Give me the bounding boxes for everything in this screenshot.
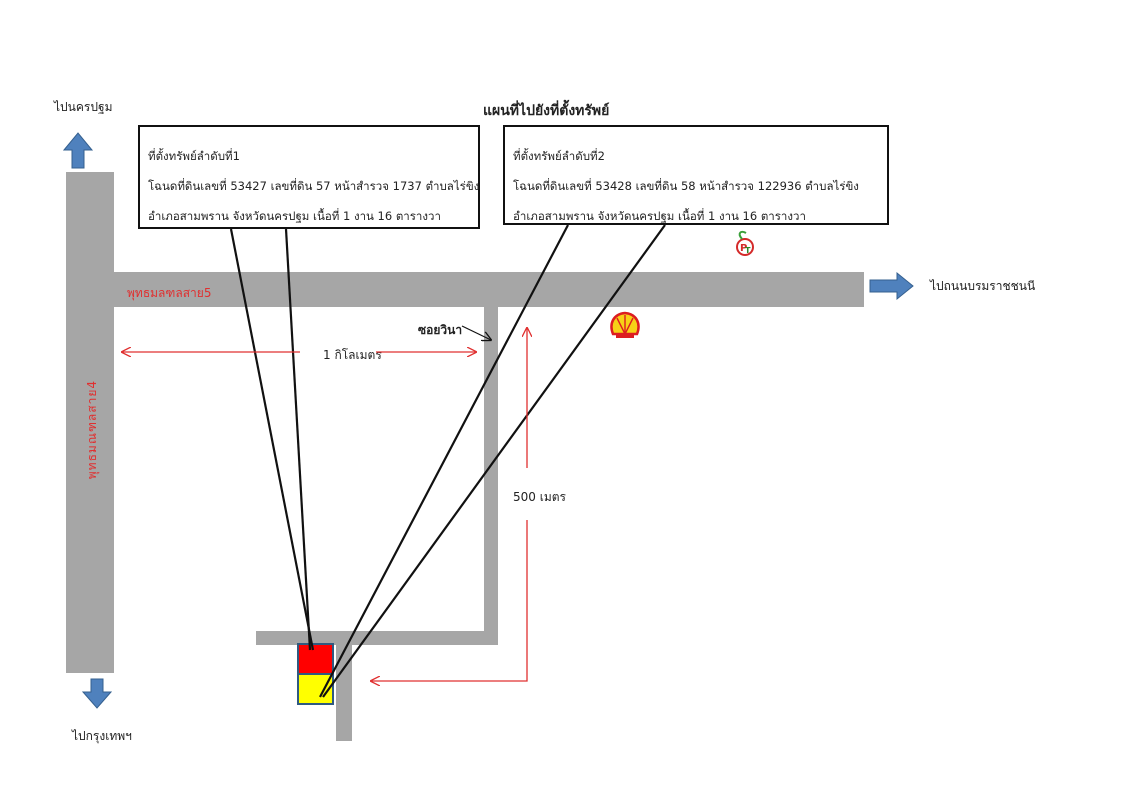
leader-line-plot2-b [322, 224, 666, 698]
leader-line-plot1-a [229, 228, 315, 651]
arrow-south-icon [81, 678, 113, 709]
arrow-east-icon [869, 271, 914, 301]
svg-text:P: P [740, 243, 747, 254]
road-main-vertical [66, 172, 114, 673]
road-soi-vertical [484, 307, 498, 645]
plot2-heading: ที่ตั้งทรัพย์ลำดับที่2 [513, 149, 605, 163]
road-soi-horizontal [256, 631, 498, 645]
road-soi-stub [336, 645, 352, 741]
plot2-line1: โฉนดที่ดินเลขที่ 53428 เลขที่ดิน 58 หน้า… [513, 179, 859, 193]
plot2-line2: อำเภอสามพราน จังหวัดนครปฐม เนื้อที่ 1 งา… [513, 209, 806, 223]
direction-south-label: ไปกรุงเทพฯ [72, 729, 132, 743]
distance-vertical-label: 500 เมตร [513, 490, 566, 504]
road-label-main-horizontal: พุทธมลฑลสาย5 [127, 286, 212, 300]
leader-lines [229, 224, 666, 698]
road-label-soi: ซอยวินา [418, 323, 463, 337]
distance-vertical-down-arrow [371, 520, 528, 681]
info-box-plot1: ที่ตั้งทรัพย์ลำดับที่1 โฉนดที่ดินเลขที่ … [138, 125, 480, 229]
plot1-line1: โฉนดที่ดินเลขที่ 53427 เลขที่ดิน 57 หน้า… [148, 179, 480, 193]
plot1-heading: ที่ตั้งทรัพย์ลำดับที่1 [148, 149, 240, 163]
leader-line-plot2-a [319, 224, 569, 698]
shell-logo-icon [610, 311, 640, 338]
svg-text:T: T [745, 246, 751, 255]
direction-east-label: ไปถนนบรมราชชนนี [930, 279, 1036, 293]
direction-north-label: ไปนครปฐม [54, 100, 113, 114]
road-main-horizontal [114, 272, 864, 307]
map-title: แผนที่ไปยังที่ตั้งทรัพย์ [483, 103, 610, 119]
leader-line-plot1-b [284, 228, 312, 651]
plot1-line2: อำเภอสามพราน จังหวัดนครปฐม เนื้อที่ 1 งา… [148, 209, 441, 223]
distance-horizontal-label: 1 กิโลเมตร [323, 348, 382, 362]
soi-pointer-arrow [461, 325, 491, 340]
info-box-plot2: ที่ตั้งทรัพย์ลำดับที่2 โฉนดที่ดินเลขที่ … [503, 125, 889, 225]
ptt-logo-icon: P T [736, 230, 754, 256]
arrow-north-icon [62, 132, 94, 169]
